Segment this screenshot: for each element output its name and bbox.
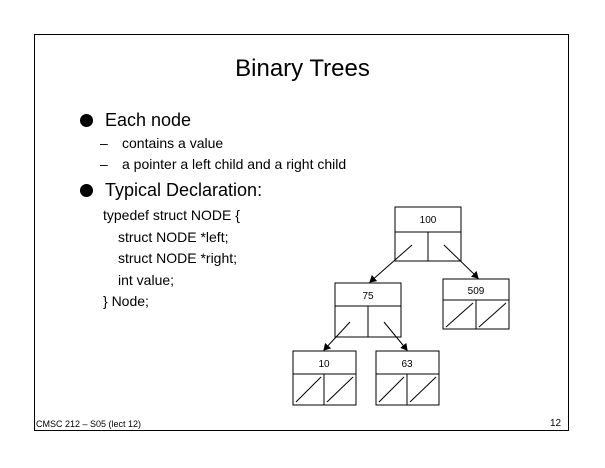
edge-left-left — [323, 321, 351, 351]
bullet-dot-icon — [80, 114, 93, 127]
subitem-text: contains a value — [122, 135, 224, 151]
edge-left-right — [383, 321, 408, 351]
tree-node-root: 100 — [394, 206, 462, 262]
code-line: typedef struct NODE { — [103, 207, 240, 223]
edge-root-right — [443, 244, 479, 279]
node-value: 100 — [420, 215, 437, 226]
subitem-pointers: – a pointer a left child and a right chi… — [100, 156, 346, 172]
bullet-text: Typical Declaration: — [105, 180, 263, 200]
tree-node-left-right: 63 — [375, 350, 440, 406]
bullet-each-node: Each node — [80, 110, 191, 131]
slide-frame — [34, 34, 569, 431]
slide-title: Binary Trees — [235, 55, 370, 82]
node-value: 75 — [362, 291, 374, 302]
footer-course: CMSC 212 – S05 (lect 12) — [36, 419, 142, 429]
bullet-dot-icon — [80, 184, 93, 197]
code-line: } Node; — [103, 293, 149, 309]
code-line: int value; — [118, 271, 175, 288]
tree-node-left-left: 10 — [292, 350, 357, 406]
tree-node-right: 509 — [442, 278, 510, 330]
bullet-text: Each node — [105, 110, 192, 130]
node-value: 63 — [401, 359, 413, 370]
dash-icon: – — [100, 135, 108, 151]
bullet-typical-declaration: Typical Declaration: — [80, 180, 262, 201]
code-block: typedef struct NODE { struct NODE *left; s… — [103, 205, 240, 313]
code-line: struct NODE *left; — [118, 228, 229, 245]
tree-node-left: 75 — [334, 282, 402, 338]
subitem-value: – contains a value — [100, 135, 223, 151]
node-value: 509 — [468, 286, 485, 297]
dash-icon: – — [100, 156, 108, 172]
code-line: struct NODE *right; — [118, 250, 238, 266]
footer-page-number: 12 — [550, 418, 562, 429]
edge-root-left — [369, 244, 413, 283]
node-value: 10 — [318, 359, 330, 370]
subitem-text: a pointer a left child and a right child — [122, 156, 347, 172]
